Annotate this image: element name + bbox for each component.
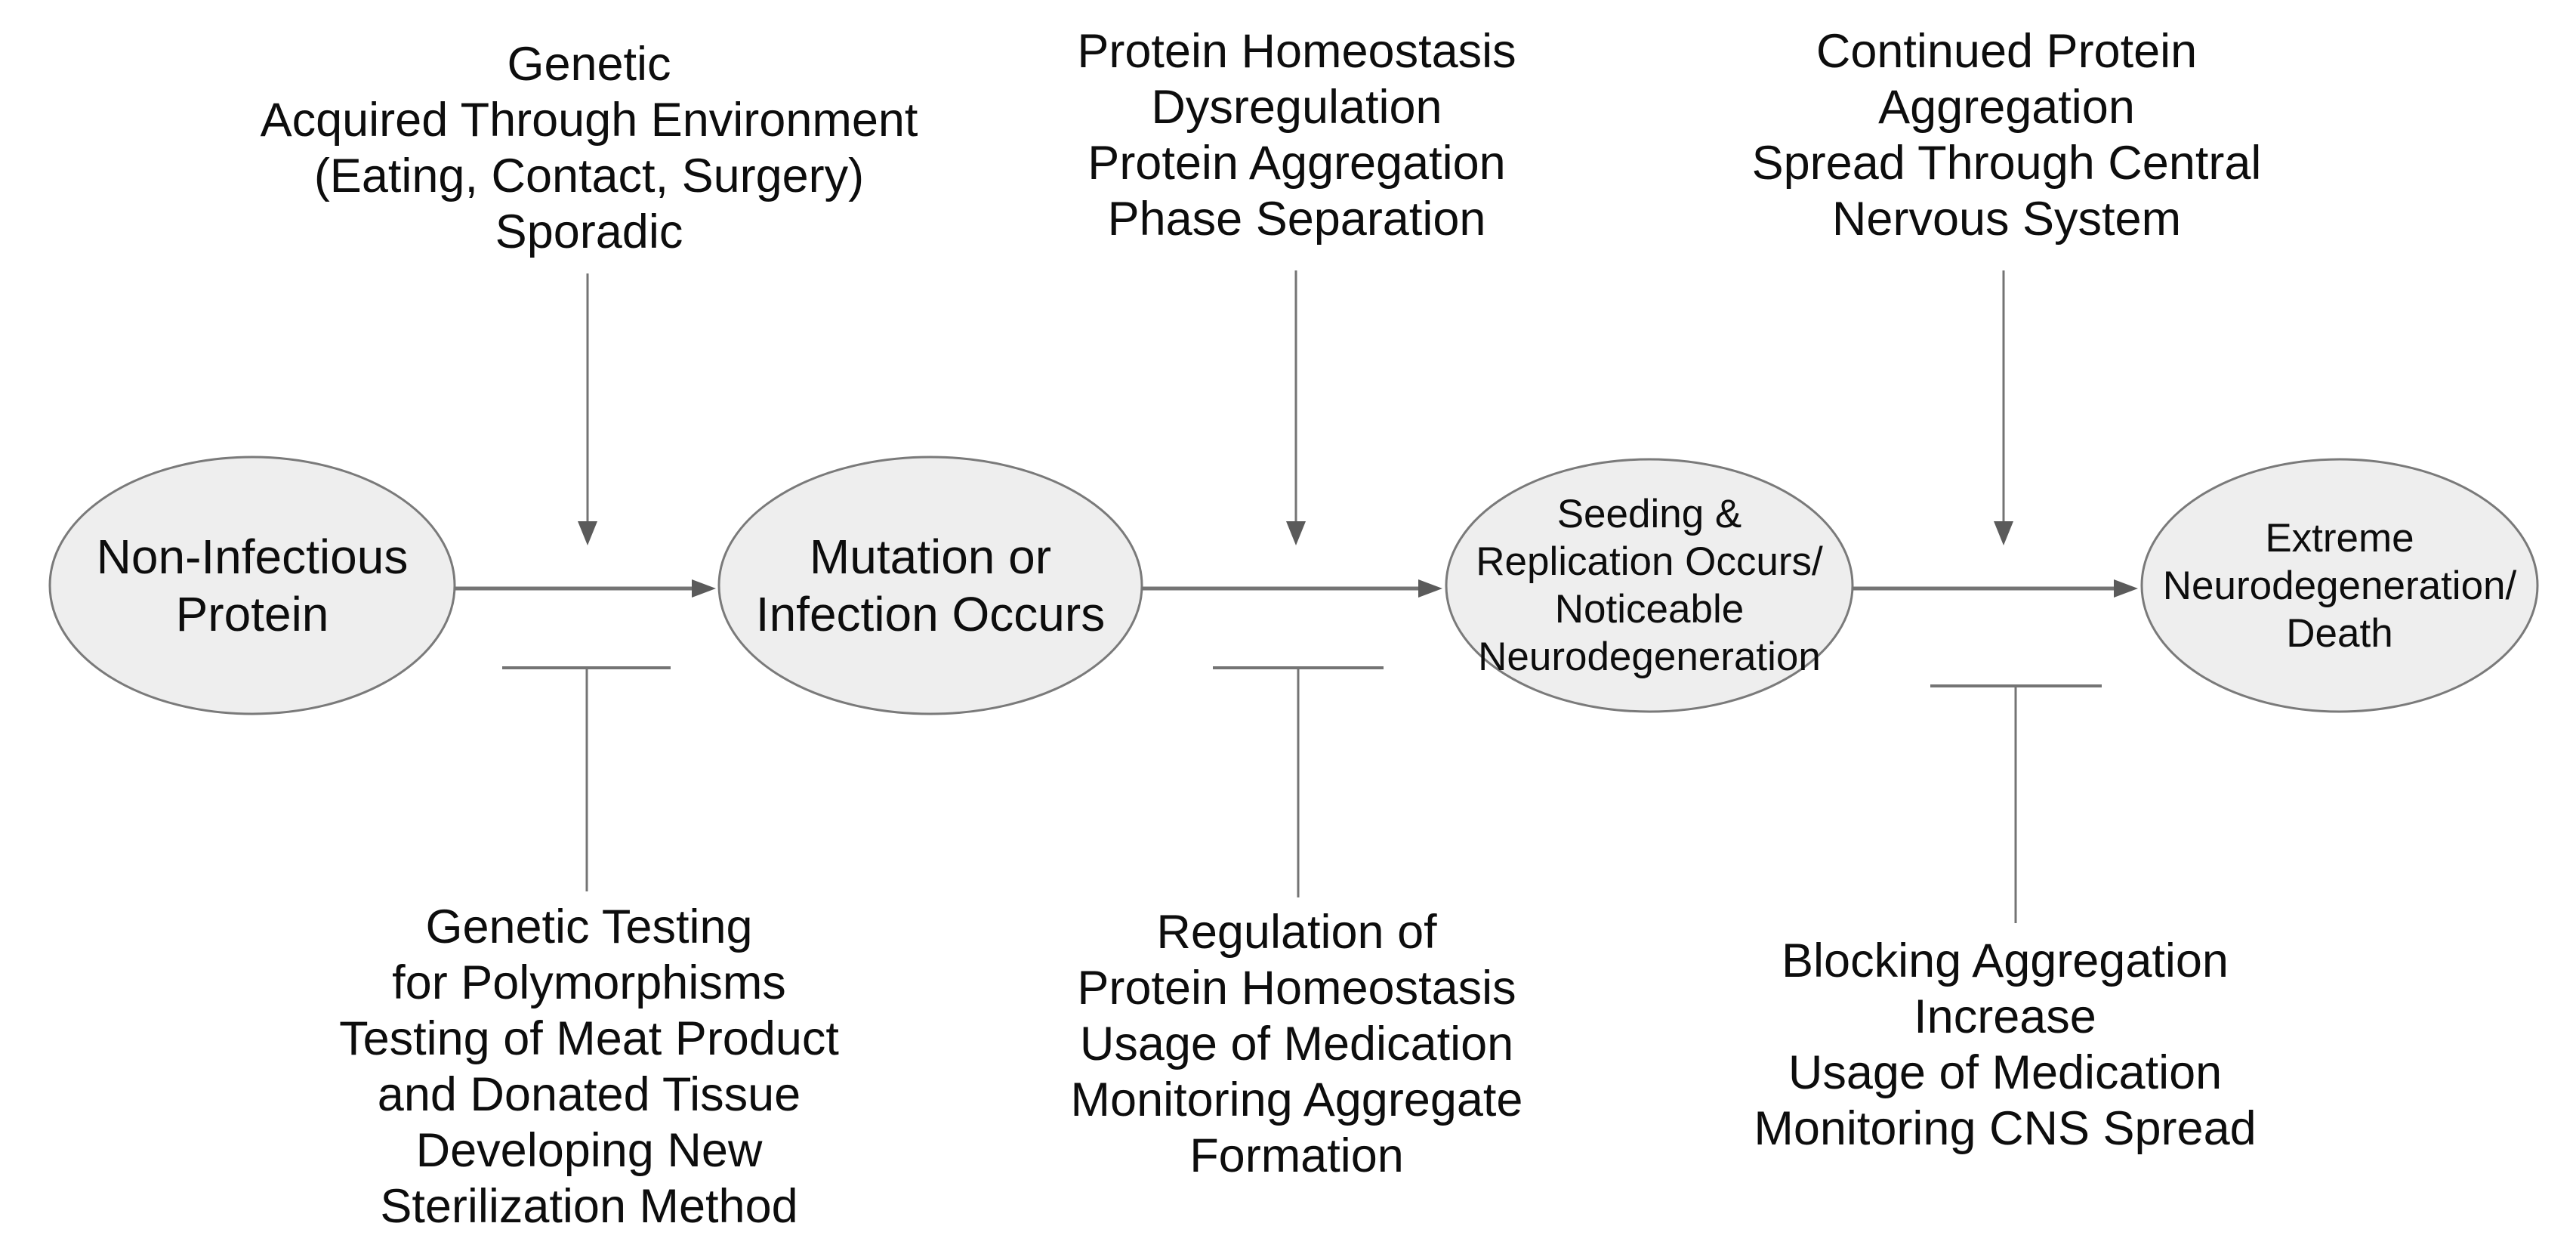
stage-label-text: Extreme Neurodegeneration/ Death	[2162, 515, 2517, 656]
stage-label-text: Mutation or Infection Occurs	[755, 530, 1106, 641]
flow-arrow-2-head	[1418, 579, 1442, 598]
flow-arrow-1	[455, 579, 716, 598]
stage-label-text: Non-Infectious Protein	[96, 530, 409, 641]
cause-arrow-1	[578, 273, 597, 545]
stage-label-mutation-or-infection: Mutation or Infection Occurs	[719, 457, 1142, 714]
stage-node-extreme-neurodegeneration	[2140, 458, 2539, 713]
stage-node-non-infectious-protein	[48, 456, 456, 715]
cause-arrow-3	[1994, 270, 2013, 545]
cause-label-3: Continued Protein Aggregation Spread Thr…	[1751, 25, 2262, 246]
stage-label-seeding-replication: Seeding & Replication Occurs/ Noticeable…	[1446, 459, 1853, 712]
flow-arrow-2	[1142, 579, 1442, 598]
cause-arrow-3-head	[1994, 521, 2013, 545]
cause-label-2: Protein Homeostasis Dysregulation Protei…	[1077, 25, 1516, 246]
cause-arrow-2-head	[1286, 521, 1306, 545]
flow-arrow-3-head	[2114, 579, 2138, 598]
intervention-label-3: Blocking Aggregation Increase Usage of M…	[1754, 934, 2257, 1155]
intervention-label-1: Genetic Testing for Polymorphisms Testin…	[339, 900, 839, 1233]
inhibition-tbar-2	[1213, 666, 1384, 897]
inhibition-tbar-3	[1930, 684, 2102, 923]
stage-label-non-infectious-protein: Non-Infectious Protein	[50, 457, 455, 714]
stage-node-mutation-or-infection	[717, 456, 1143, 715]
stage-label-text: Seeding & Replication Occurs/ Noticeable…	[1476, 492, 1823, 679]
flow-arrow-3	[1853, 579, 2138, 598]
flow-arrow-1-head	[692, 579, 716, 598]
cause-label-1: Genetic Acquired Through Environment (Ea…	[260, 38, 918, 258]
intervention-label-2: Regulation of Protein Homeostasis Usage …	[1070, 906, 1523, 1182]
inhibition-tbar-1	[502, 666, 671, 891]
stage-label-extreme-neurodegeneration: Extreme Neurodegeneration/ Death	[2142, 459, 2537, 712]
stage-node-seeding-replication	[1445, 458, 1854, 713]
cause-arrow-1-head	[578, 521, 597, 545]
cause-arrow-2	[1286, 270, 1306, 545]
